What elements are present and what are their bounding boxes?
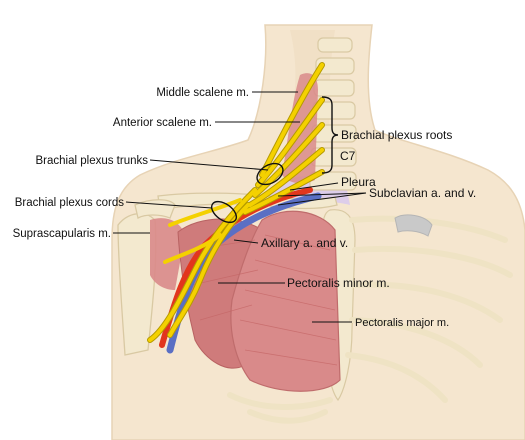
fiber-8 (199, 304, 253, 321)
ribs (227, 215, 513, 424)
leader-subclavian-2 (277, 192, 367, 206)
rib-1 (349, 215, 508, 243)
label-c7: C7 (340, 149, 356, 163)
label-bp-roots: Brachial plexus roots (341, 128, 452, 142)
fiber-4 (239, 319, 337, 341)
rib-lower-left (227, 392, 333, 410)
fiber-7 (191, 269, 259, 286)
leader-bp-trunks (149, 159, 269, 171)
label-pectoralis-minor: Pectoralis minor m. (287, 276, 390, 290)
vertebra-c1 (317, 37, 353, 53)
label-middle-scalene: Middle scalene m. (156, 87, 249, 99)
label-axillary: Axillary a. and v. (261, 236, 348, 250)
fiber-1 (264, 234, 331, 251)
rib-3 (351, 281, 503, 323)
label-subclavian: Subclavian a. and v. (369, 186, 476, 200)
leader-subclavian-1 (277, 192, 367, 197)
leader-axillary (233, 239, 259, 244)
root-c7 (253, 123, 324, 197)
fiber-5 (244, 349, 338, 366)
label-suprascapularis: Suprascapularis m. (13, 228, 111, 240)
trunks-ellipse (256, 162, 284, 186)
labels: Middle scalene m. Anterior scalene m. Br… (13, 87, 477, 329)
fiber-2 (254, 259, 334, 281)
rib-2 (352, 245, 513, 278)
vertebra-c2 (315, 57, 355, 75)
leader-bp-cords (125, 201, 213, 209)
nerve-branch-upper (163, 233, 222, 264)
label-bp-trunks: Brachial plexus trunks (36, 155, 149, 167)
label-anterior-scalene: Anterior scalene m. (113, 117, 212, 129)
leader-pleura (289, 182, 339, 191)
root-t1 (243, 170, 324, 214)
fiber-3 (244, 289, 336, 311)
suprascapular-nerve (168, 198, 242, 227)
suprascapularis-muscle (150, 218, 185, 290)
leader-lines (113, 91, 367, 323)
scapula-acromion (134, 199, 176, 219)
root-c5 (260, 63, 324, 177)
rib-lower-left-2 (247, 409, 328, 424)
vertebra-c3 (313, 79, 355, 97)
label-bp-cords: Brachial plexus cords (15, 197, 125, 209)
root-c8 (248, 148, 324, 207)
root-c6 (256, 98, 324, 187)
brackets (210, 96, 339, 224)
roots-bracket (321, 96, 339, 174)
rib-5 (345, 352, 448, 403)
label-pectoralis-major: Pectoralis major m. (355, 317, 449, 329)
right-shoulder-cap (394, 214, 433, 237)
pectoralis-major-muscle (230, 210, 341, 392)
rib-4 (349, 317, 483, 368)
cords-ellipse (210, 200, 238, 224)
label-pleura: Pleura (341, 175, 376, 189)
